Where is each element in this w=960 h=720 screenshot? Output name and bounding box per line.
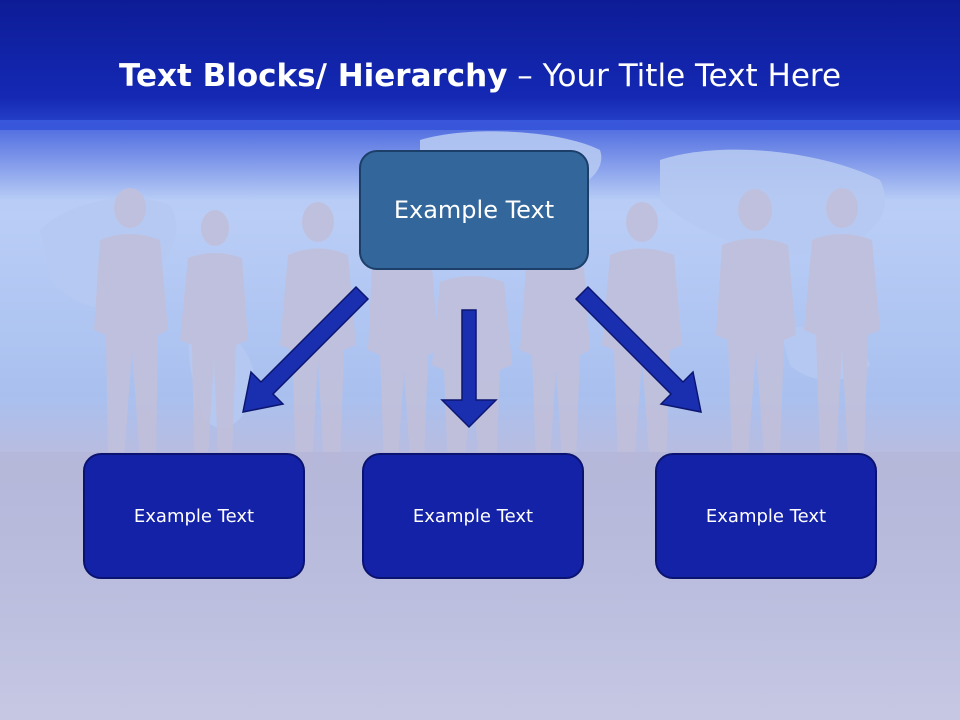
child-text-block-label: Example Text: [133, 505, 255, 527]
people-silhouettes: [94, 188, 880, 470]
child-text-block-label: Example Text: [412, 505, 534, 527]
root-text-block[interactable]: Example Text: [359, 150, 589, 270]
title-separator: –: [507, 58, 543, 94]
title-bar: [0, 0, 960, 130]
arrow-left-icon: [242, 285, 370, 413]
arrow-right-icon: [574, 285, 702, 413]
child-text-block-label: Example Text: [705, 505, 827, 527]
title-rest-part: Your Title Text Here: [542, 58, 842, 94]
title-bold-part: Text Blocks/ Hierarchy: [118, 58, 508, 94]
arrow-down-icon: [440, 309, 498, 429]
slide-title: Text Blocks/ Hierarchy – Your Title Text…: [0, 52, 960, 100]
child-text-block-1[interactable]: Example Text: [83, 453, 305, 579]
root-text-block-label: Example Text: [393, 196, 555, 224]
child-text-block-2[interactable]: Example Text: [362, 453, 584, 579]
child-text-block-3[interactable]: Example Text: [655, 453, 877, 579]
